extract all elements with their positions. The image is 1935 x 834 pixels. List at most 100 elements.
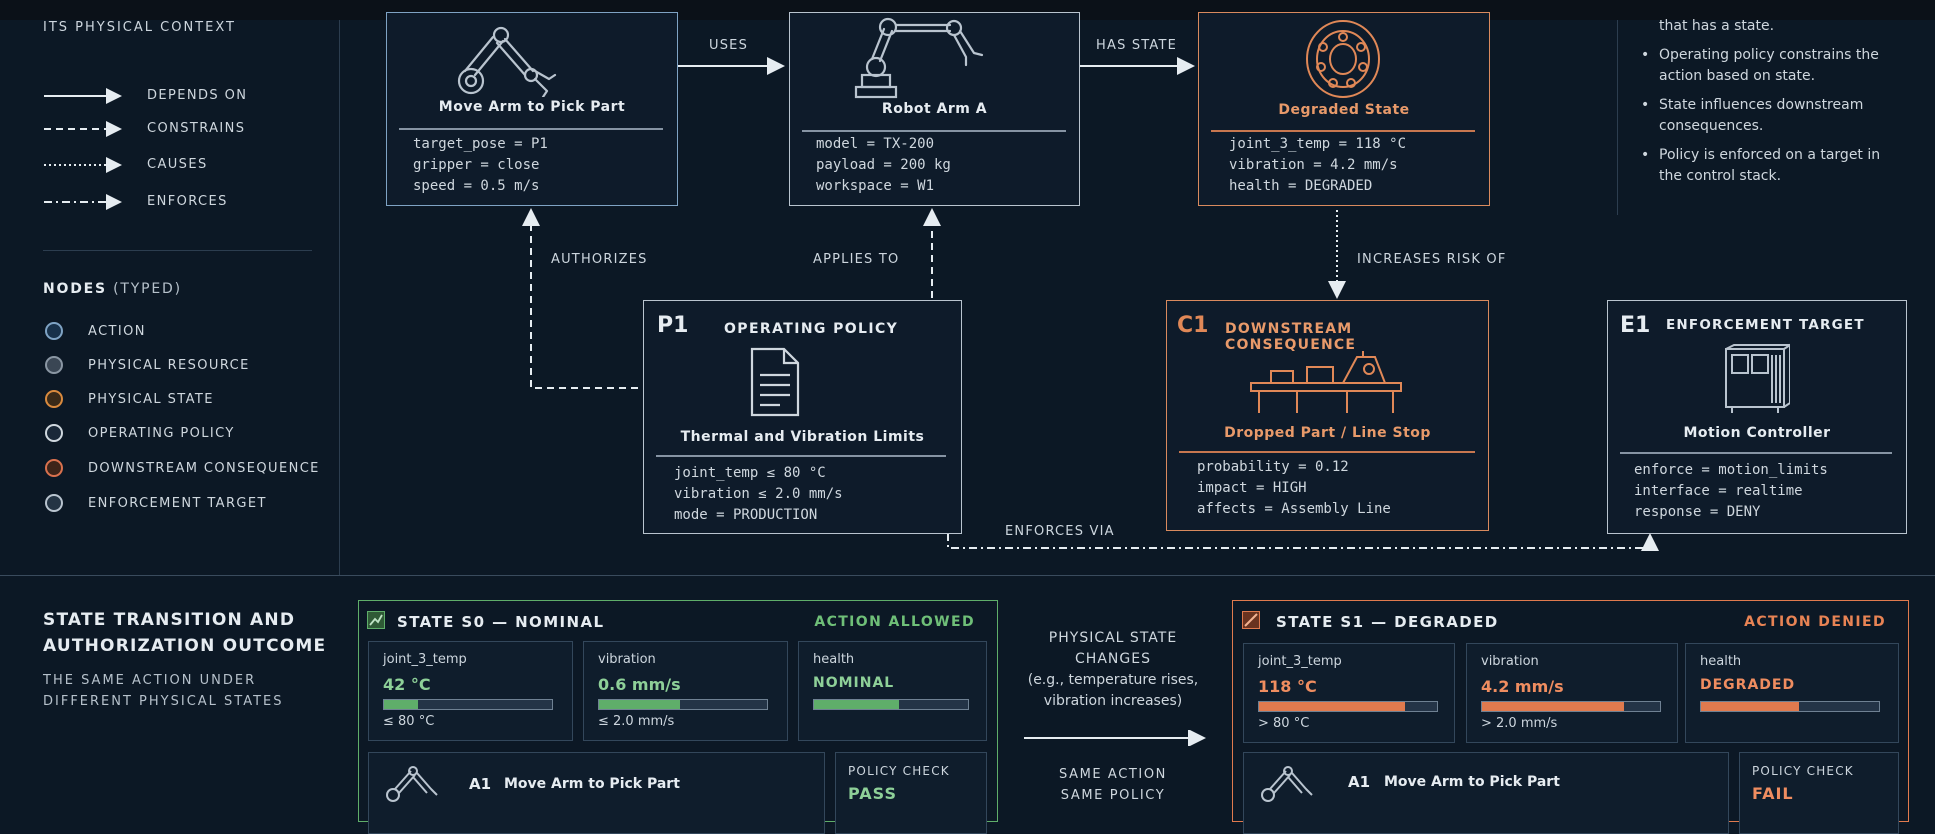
resource-prop: workspace = W1: [816, 178, 935, 194]
edge-authorizes: [522, 208, 638, 389]
edge-label-increases-risk: INCREASES RISK OF: [1357, 252, 1507, 267]
s1-cell-value: 118 °C: [1258, 677, 1317, 696]
notes-list: that has a state. Operating policy const…: [1641, 16, 1901, 195]
s1-action-row[interactable]: A1 Move Arm to Pick Part: [1243, 752, 1729, 834]
legend-node-action: ACTION: [88, 324, 146, 339]
transition-middle-line: vibration increases): [1043, 693, 1183, 709]
node-enforcement[interactable]: E1 ENFORCEMENT TARGET Motion Controller …: [1607, 300, 1907, 534]
transition-same: SAME ACTION SAME POLICY: [1018, 764, 1208, 806]
consequence-prop: affects = Assembly Line: [1197, 501, 1391, 517]
notes-separator: [1617, 20, 1618, 215]
legend-node-policy: OPERATING POLICY: [88, 426, 235, 441]
s0-cell-value: 42 °C: [383, 675, 431, 694]
s0-action-code: A1: [469, 775, 492, 793]
policy-prop: joint_temp ≤ 80 °C: [674, 465, 826, 481]
state-rule: [1211, 130, 1475, 132]
s1-cell-threshold: > 2.0 mm/s: [1481, 716, 1558, 731]
note-item: Operating policy constrains the action b…: [1641, 45, 1901, 87]
s0-cell-bar: [813, 699, 969, 710]
resource-props: model = TX-200 payload = 200 kg workspace …: [816, 134, 951, 197]
legend-dot-enforcement: [45, 494, 63, 512]
transition-heading-line: STATE TRANSITION AND: [43, 610, 296, 630]
action-title: Move Arm to Pick Part: [438, 99, 626, 115]
assembly-line-icon: [1250, 351, 1402, 413]
enforcement-code: E1: [1620, 313, 1651, 338]
legend-separator: [339, 20, 340, 575]
legend-nodes-title: NODES: [43, 281, 107, 297]
consequence-title: Dropped Part / Line Stop: [1224, 425, 1431, 441]
s1-cell-key: vibration: [1481, 654, 1539, 669]
s0-cell-threshold: ≤ 80 °C: [383, 714, 435, 729]
document-icon: [750, 347, 800, 417]
s0-cell-bar-fill: [814, 700, 899, 709]
s1-check-value: FAIL: [1752, 784, 1794, 803]
s1-cell-bar: [1481, 701, 1661, 712]
resource-prop: model = TX-200: [816, 136, 935, 152]
consequence-rule: [1179, 451, 1475, 453]
edge-label-applies-to: APPLIES TO: [813, 252, 900, 267]
node-policy[interactable]: P1 OPERATING POLICY Thermal and Vibratio…: [643, 300, 962, 534]
edge-label-uses: USES: [709, 38, 749, 53]
legend-context-tail: ITS PHYSICAL CONTEXT: [43, 20, 236, 35]
s0-cell-key: vibration: [598, 652, 656, 667]
legend-node-state: PHYSICAL STATE: [88, 392, 214, 407]
note-item: that has a state.: [1659, 18, 1775, 34]
transition-middle-line: CHANGES: [1075, 651, 1151, 667]
s0-cell-temp: joint_3_temp 42 °C ≤ 80 °C: [368, 641, 573, 741]
consequence-prop: probability = 0.12: [1197, 459, 1349, 475]
chart-up-icon: [367, 611, 385, 629]
legend-nodes-heading: NODES (TYPED): [43, 281, 182, 297]
legend-dot-state: [45, 390, 63, 408]
transition-heading-line: AUTHORIZATION OUTCOME: [43, 636, 327, 656]
s1-cell-bar: [1700, 701, 1880, 712]
node-consequence[interactable]: C1 DOWNSTREAM CONSEQUENCE Dropped Part /…: [1166, 300, 1489, 531]
robot-arm-small-icon: [386, 766, 438, 802]
legend-dot-policy: [45, 424, 63, 442]
s1-cell-bar: [1258, 701, 1438, 712]
legend-dot-resource: [45, 356, 63, 374]
s1-cell-value: DEGRADED: [1700, 677, 1796, 693]
s1-cell-vibration: vibration 4.2 mm/s > 2.0 mm/s: [1466, 643, 1678, 743]
transition-same-line: SAME ACTION: [1058, 767, 1168, 782]
transition-middle-line: (e.g., temperature rises,: [1027, 672, 1199, 688]
s0-action-row[interactable]: A1 Move Arm to Pick Part: [368, 752, 825, 834]
resource-prop: payload = 200 kg: [816, 157, 951, 173]
action-prop: gripper = close: [413, 157, 540, 173]
s1-cell-bar-fill: [1701, 702, 1799, 711]
s1-cell-temp: joint_3_temp 118 °C > 80 °C: [1243, 643, 1455, 743]
legend-edge-depends-on: DEPENDS ON: [147, 88, 248, 103]
legend-node-consequence: DOWNSTREAM CONSEQUENCE: [88, 461, 320, 476]
transition-middle: PHYSICAL STATE CHANGES (e.g., temperatur…: [1018, 628, 1208, 712]
legend-edge-enforces: ENFORCES: [147, 194, 228, 209]
s1-cell-bar-fill: [1482, 702, 1625, 711]
policy-prop: vibration ≤ 2.0 mm/s: [674, 486, 843, 502]
panel-state-s1: STATE S1 — DEGRADED ACTION DENIED joint_…: [1232, 600, 1909, 834]
robot-arm-icon: [457, 26, 557, 97]
policy-code: P1: [657, 313, 689, 338]
edge-label-has-state: HAS STATE: [1096, 38, 1178, 53]
note-item: State influences downstream consequences…: [1641, 95, 1901, 137]
panel-state-s0: STATE S0 — NOMINAL ACTION ALLOWED joint_…: [358, 600, 998, 834]
s0-cell-key: joint_3_temp: [383, 652, 467, 667]
s1-outcome: ACTION DENIED: [1744, 614, 1886, 630]
legend-edge-constrains: CONSTRAINS: [147, 121, 246, 136]
legend-node-resource: PHYSICAL RESOURCE: [88, 358, 250, 373]
policy-rule: [656, 455, 946, 457]
state-prop: health = DEGRADED: [1229, 178, 1373, 194]
note-item: Policy is enforced on a target in the co…: [1641, 145, 1901, 187]
transition-sub-line: THE SAME ACTION UNDER: [43, 673, 257, 688]
enforcement-prop: enforce = motion_limits: [1634, 462, 1828, 478]
robot-arm-base-icon: [854, 17, 984, 99]
s0-cell-vibration: vibration 0.6 mm/s ≤ 2.0 mm/s: [583, 641, 788, 741]
s1-action-code: A1: [1348, 773, 1371, 791]
s1-cell-key: health: [1700, 654, 1742, 669]
s1-check-label: POLICY CHECK: [1752, 764, 1854, 778]
enforcement-prop: response = DENY: [1634, 504, 1761, 520]
controller-cabinet-icon: [1725, 343, 1790, 413]
